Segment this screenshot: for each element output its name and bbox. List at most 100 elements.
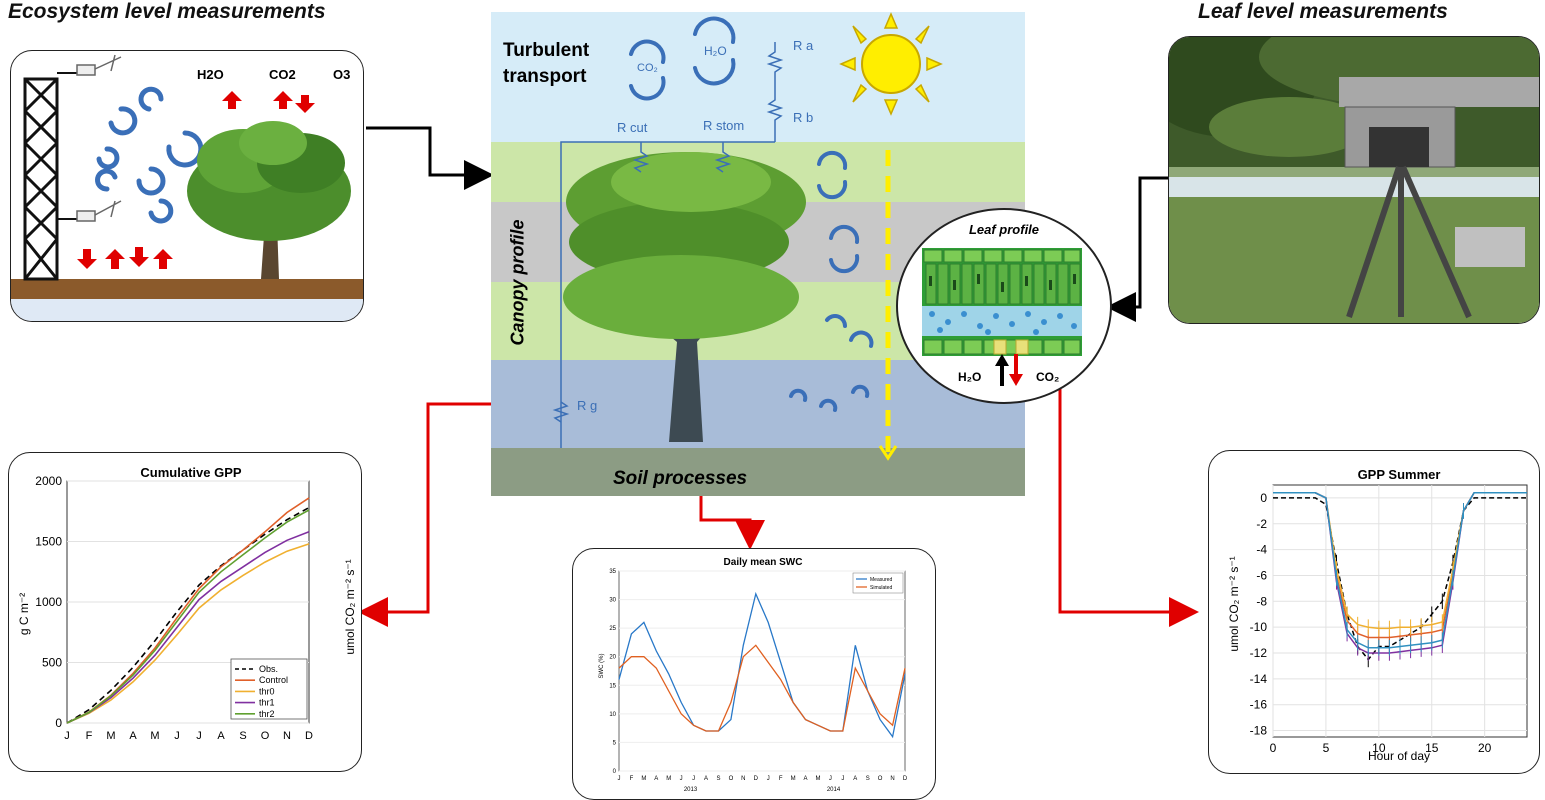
x-tick-label: 20 bbox=[1478, 741, 1492, 755]
gpp-summer-title: GPP Summer bbox=[1357, 467, 1441, 482]
legend-label: Measured bbox=[870, 577, 892, 583]
gas-exchange-arrows bbox=[995, 354, 1023, 386]
x-tick-label: M bbox=[666, 776, 671, 782]
cumulative-gpp-title: Cumulative GPP bbox=[140, 465, 242, 480]
gpp-summer-xlabel: Hour of day bbox=[1367, 749, 1431, 763]
light-arrowhead bbox=[878, 445, 898, 461]
x-tick-label: O bbox=[261, 730, 270, 742]
y-tick-label: 2000 bbox=[35, 474, 62, 488]
year-label: 2013 bbox=[684, 787, 698, 793]
resistance-network bbox=[552, 42, 784, 448]
series-line bbox=[66, 506, 310, 724]
sky-band bbox=[491, 12, 1025, 142]
rcut-label: R cut bbox=[617, 120, 648, 135]
swc-title: Daily mean SWC bbox=[723, 557, 803, 568]
flux-tower bbox=[23, 72, 81, 281]
rg-label: R g bbox=[577, 398, 598, 413]
arrow-leaf-to-profile bbox=[1106, 176, 1168, 322]
x-tick-label: J bbox=[841, 776, 844, 782]
stoma-right bbox=[1015, 339, 1029, 355]
leaf-co2-label: CO₂ bbox=[1036, 370, 1060, 384]
series-line bbox=[66, 509, 310, 724]
series-line bbox=[618, 644, 906, 732]
x-tick-label: 10 bbox=[1372, 741, 1386, 755]
y-tick-label: 15 bbox=[609, 683, 616, 689]
y-tick-label: -12 bbox=[1250, 646, 1268, 660]
soil-strip bbox=[11, 279, 363, 299]
x-tick-label: F bbox=[630, 776, 634, 782]
y-tick-label: 0 bbox=[55, 716, 62, 730]
soil-processes-label: Soil processes bbox=[613, 468, 748, 489]
y-tick-label: 30 bbox=[609, 598, 616, 604]
y-tick-label: 500 bbox=[42, 656, 62, 670]
x-tick-label: S bbox=[716, 776, 720, 782]
y-tick-label: 1500 bbox=[35, 535, 62, 549]
x-tick-label: M bbox=[150, 730, 159, 742]
soil-band bbox=[491, 448, 1025, 496]
legend-box bbox=[852, 572, 904, 594]
y-tick-label: 35 bbox=[609, 569, 616, 575]
x-tick-label: M bbox=[791, 776, 796, 782]
legend-label: Obs. bbox=[259, 664, 278, 674]
leaf-photo-panel bbox=[1168, 36, 1540, 324]
x-tick-label: N bbox=[283, 730, 291, 742]
x-tick-label: 0 bbox=[1270, 741, 1277, 755]
x-tick-label: M bbox=[106, 730, 115, 742]
x-tick-label: M bbox=[641, 776, 646, 782]
canopy-profile-label: Canopy profile bbox=[507, 219, 528, 346]
x-tick-label: A bbox=[853, 776, 857, 782]
x-tick-label: F bbox=[86, 730, 93, 742]
co2-swirl-label: CO₂ bbox=[637, 62, 658, 74]
x-tick-label: D bbox=[754, 776, 759, 782]
x-tick-label: N bbox=[741, 776, 745, 782]
legend-label: Simulated bbox=[870, 585, 892, 591]
x-tick-label: A bbox=[217, 730, 225, 742]
x-tick-label: D bbox=[305, 730, 313, 742]
legend-label: Control bbox=[259, 675, 288, 685]
ecosystem-heading: Ecosystem level measurements bbox=[8, 0, 326, 23]
stoma-left bbox=[993, 339, 1007, 355]
x-tick-label: A bbox=[654, 776, 658, 782]
x-tick-label: J bbox=[680, 776, 683, 782]
x-tick-label: J bbox=[829, 776, 832, 782]
leaf-profile-title: Leaf profile bbox=[968, 222, 1040, 237]
y-tick-label: -6 bbox=[1256, 568, 1267, 582]
y-tick-label: -10 bbox=[1250, 620, 1268, 634]
x-tick-label: 15 bbox=[1425, 741, 1439, 755]
x-tick-label: A bbox=[704, 776, 708, 782]
rb-label: R b bbox=[793, 110, 814, 125]
ecosystem-illustration bbox=[11, 54, 363, 321]
y-tick-label: 0 bbox=[613, 769, 617, 775]
gas-label-co2: CO2 bbox=[269, 67, 296, 82]
sun-icon bbox=[839, 12, 943, 116]
y-tick-label: 20 bbox=[609, 655, 616, 661]
turbulent-transport-label: Turbulent transport bbox=[503, 40, 590, 87]
x-tick-label: O bbox=[729, 776, 734, 782]
y-tick-label: 5 bbox=[613, 740, 617, 746]
leaf-profile-circle: Leaf profile H₂O CO₂ bbox=[896, 208, 1112, 404]
ecosystem-panel: H2O CO2 O3 bbox=[10, 50, 364, 322]
arrow-soil-to-swc bbox=[699, 496, 765, 550]
ground-strip bbox=[11, 299, 363, 321]
x-tick-label: M bbox=[815, 776, 820, 782]
x-tick-label: A bbox=[129, 730, 137, 742]
x-tick-label: A bbox=[804, 776, 808, 782]
gpp-summer-panel: GPP Summer umol CO₂ m⁻² s⁻¹ Hour of day … bbox=[1208, 450, 1540, 774]
y-tick-label: -18 bbox=[1250, 724, 1268, 738]
leaf-measurement-photo bbox=[1169, 37, 1539, 323]
legend-label: thr0 bbox=[259, 686, 275, 696]
y-tick-label: 25 bbox=[609, 626, 616, 632]
series-line bbox=[66, 531, 310, 724]
y-tick-label: -4 bbox=[1256, 543, 1267, 557]
h2o-swirl-label: H₂O bbox=[704, 44, 727, 58]
x-tick-label: S bbox=[866, 776, 870, 782]
x-tick-label: J bbox=[767, 776, 770, 782]
y-tick-label: -8 bbox=[1256, 594, 1267, 608]
y-tick-label: -14 bbox=[1250, 672, 1268, 686]
x-tick-label: N bbox=[890, 776, 894, 782]
gas-label-o3: O3 bbox=[333, 67, 351, 82]
